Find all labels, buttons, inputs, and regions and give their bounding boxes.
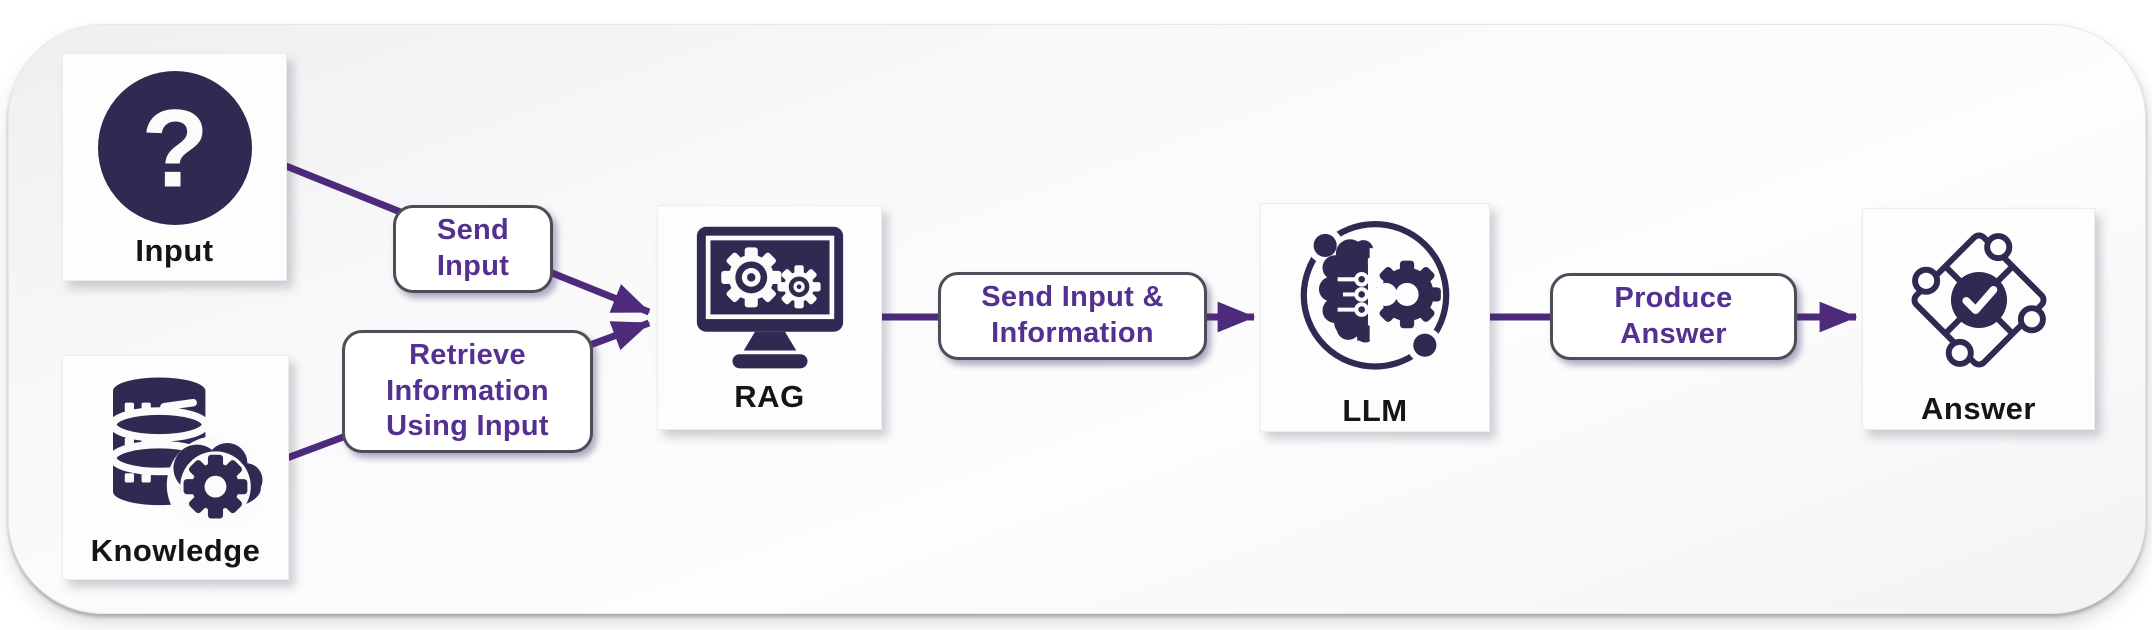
edge-label-retrieve-information-text: Retrieve Information Using Input xyxy=(386,338,549,443)
puzzle-check-icon xyxy=(1911,232,2046,367)
node-input-label: Input xyxy=(135,232,214,268)
edge-label-send-input: Send Input xyxy=(393,205,553,293)
brain-gear-circuit-icon xyxy=(1300,221,1450,370)
edge-label-retrieve-information: Retrieve Information Using Input xyxy=(342,330,593,453)
node-input: ? Input xyxy=(62,53,287,281)
node-llm: LLM xyxy=(1260,203,1490,432)
edge-label-send-input-and-information: Send Input & Information xyxy=(938,272,1207,360)
node-rag: RAG xyxy=(657,205,882,430)
database-cloud-gear-icon xyxy=(108,377,264,527)
edge-label-send-input-and-information-text: Send Input & Information xyxy=(981,281,1164,349)
question-mark-circle-icon: ? xyxy=(97,70,252,225)
svg-text:?: ? xyxy=(141,87,209,210)
edge-label-produce-answer-text: Produce Answer xyxy=(1614,281,1733,350)
edge-label-send-input-text: Send Input xyxy=(436,214,510,282)
node-answer: Answer xyxy=(1862,208,2095,430)
edge-label-produce-answer: Produce Answer xyxy=(1550,273,1797,360)
node-answer-label: Answer xyxy=(1921,390,2036,426)
monitor-gears-icon xyxy=(696,226,843,369)
node-llm-label: LLM xyxy=(1342,393,1408,428)
node-knowledge: Knowledge xyxy=(62,355,289,580)
node-rag-label: RAG xyxy=(734,379,805,414)
node-knowledge-label: Knowledge xyxy=(90,533,261,568)
